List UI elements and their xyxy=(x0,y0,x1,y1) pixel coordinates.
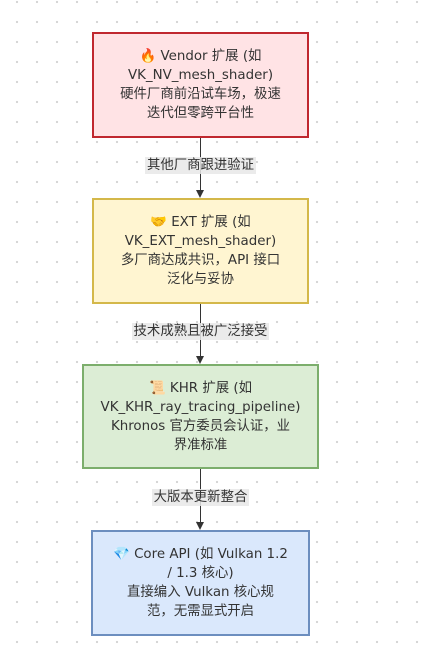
node-ext-label: 🤝 EXT 扩展 (如 VK_EXT_mesh_shader) 多厂商达成共识，… xyxy=(120,215,281,287)
edge-khr-to-core-line xyxy=(200,469,202,522)
node-vendor-label: 🔥 Vendor 扩展 (如 VK_NV_mesh_shader) 硬件厂商前沿… xyxy=(120,49,281,121)
edge-khr-to-core-arrowhead xyxy=(196,522,204,530)
node-khr-label: 📜 KHR 扩展 (如 VK_KHR_ray_tracing_pipeline)… xyxy=(100,380,301,453)
node-khr-extension[interactable]: 📜 KHR 扩展 (如 VK_KHR_ray_tracing_pipeline)… xyxy=(82,364,319,469)
edge-vendor-to-ext-line xyxy=(200,138,202,190)
node-vendor-extension[interactable]: 🔥 Vendor 扩展 (如 VK_NV_mesh_shader) 硬件厂商前沿… xyxy=(92,32,309,138)
edge-vendor-to-ext-arrowhead xyxy=(196,190,204,198)
edge-ext-to-khr-arrowhead xyxy=(196,356,204,364)
edge-ext-to-khr-line xyxy=(200,304,202,356)
node-core-api[interactable]: 💎 Core API (如 Vulkan 1.2 / 1.3 核心) 直接编入 … xyxy=(91,530,310,636)
node-ext-extension[interactable]: 🤝 EXT 扩展 (如 VK_EXT_mesh_shader) 多厂商达成共识，… xyxy=(92,198,309,304)
node-core-label: 💎 Core API (如 Vulkan 1.2 / 1.3 核心) 直接编入 … xyxy=(113,547,288,619)
